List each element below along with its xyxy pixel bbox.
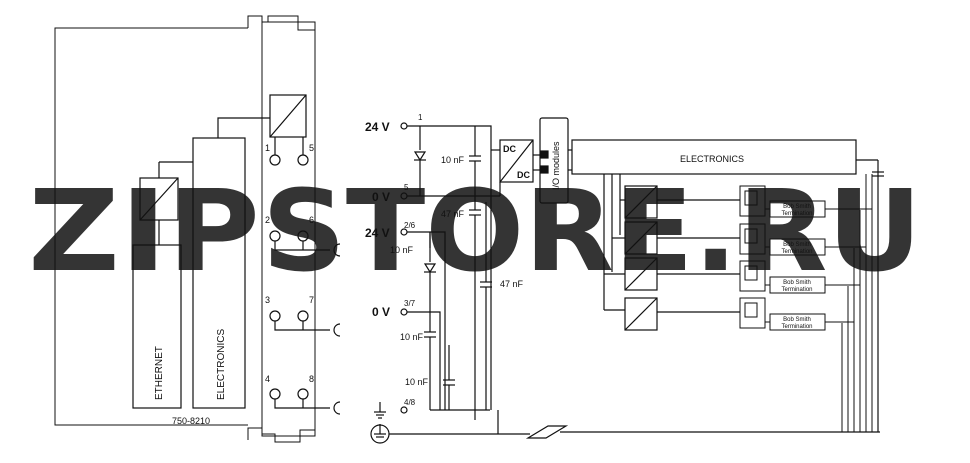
term-4: 4: [265, 374, 270, 384]
supply-wiring: [370, 122, 880, 444]
termination-blocks: [739, 174, 873, 432]
term-3: 3: [265, 295, 270, 305]
watermark-right: STORE.RU: [262, 167, 922, 297]
dcdc-bottom: DC: [517, 170, 530, 180]
module-housing: [54, 15, 316, 443]
terminal-numbers: 1 5 2 6 3 7 4 8: [265, 143, 314, 384]
cap-c3: 10 nF: [390, 245, 414, 255]
term-label-4a: Bob Smith: [783, 317, 811, 323]
ethernet-block: [132, 244, 182, 409]
supply-term-37: 3/7: [404, 299, 416, 308]
capacitor-labels: 10 nF 47 nF 10 nF 47 nF 10 nF 10 nF: [390, 155, 524, 387]
watermark: ZIP STORE.RU: [28, 167, 922, 297]
term-label-2b: Termination: [781, 249, 812, 255]
terminal-column: [269, 94, 341, 415]
supply-term-1: 1: [418, 113, 423, 122]
term-5: 5: [309, 143, 314, 153]
cap-c5: 10 nF: [400, 332, 424, 342]
supply-term-26: 2/6: [404, 221, 416, 230]
term-label-1a: Bob Smith: [783, 204, 811, 210]
v24-top: 24 V: [365, 120, 390, 134]
term-2: 2: [265, 215, 270, 225]
io-label: I/O modules: [551, 141, 561, 190]
dcdc-labels: DC DC: [503, 144, 530, 180]
supply-labels: 24 V 0 V 24 V 0 V: [365, 120, 390, 319]
termination-labels: Bob Smith Termination Bob Smith Terminat…: [781, 204, 812, 330]
supply-terminal-labels: 1 5 2/6 3/7 4/8: [404, 113, 423, 407]
term-label-4b: Termination: [781, 324, 812, 330]
cap-c6: 10 nF: [405, 377, 429, 387]
port-converters: [603, 174, 740, 331]
term-8: 8: [309, 374, 314, 384]
term-6: 6: [309, 215, 314, 225]
term-label-1b: Termination: [781, 211, 812, 217]
io-block: [539, 117, 569, 204]
v24-bottom: 24 V: [365, 226, 390, 240]
ethernet-label: ETHERNET: [154, 346, 165, 400]
module-blocks: [132, 117, 270, 409]
term-label-3a: Bob Smith: [783, 280, 811, 286]
electronics-bus-label: ELECTRONICS: [680, 154, 744, 164]
electronics-label: ELECTRONICS: [216, 329, 227, 400]
cap-c4: 47 nF: [500, 279, 524, 289]
term-label-3b: Termination: [781, 287, 812, 293]
v0-bottom: 0 V: [372, 305, 390, 319]
watermark-left: ZIP: [28, 167, 260, 297]
term-7: 7: [309, 295, 314, 305]
supply-term-48: 4/8: [404, 398, 416, 407]
electronics-bus: [568, 139, 884, 432]
part-number: 750-8210: [172, 416, 210, 426]
cap-c2: 47 nF: [441, 209, 465, 219]
term-1: 1: [265, 143, 270, 153]
v0-top: 0 V: [372, 190, 390, 204]
electronics-block: [192, 137, 246, 409]
dcdc-top: DC: [503, 144, 516, 154]
cap-c1: 10 nF: [441, 155, 465, 165]
supply-converter: [269, 94, 307, 138]
supply-term-5: 5: [404, 183, 409, 192]
term-label-2a: Bob Smith: [783, 242, 811, 248]
